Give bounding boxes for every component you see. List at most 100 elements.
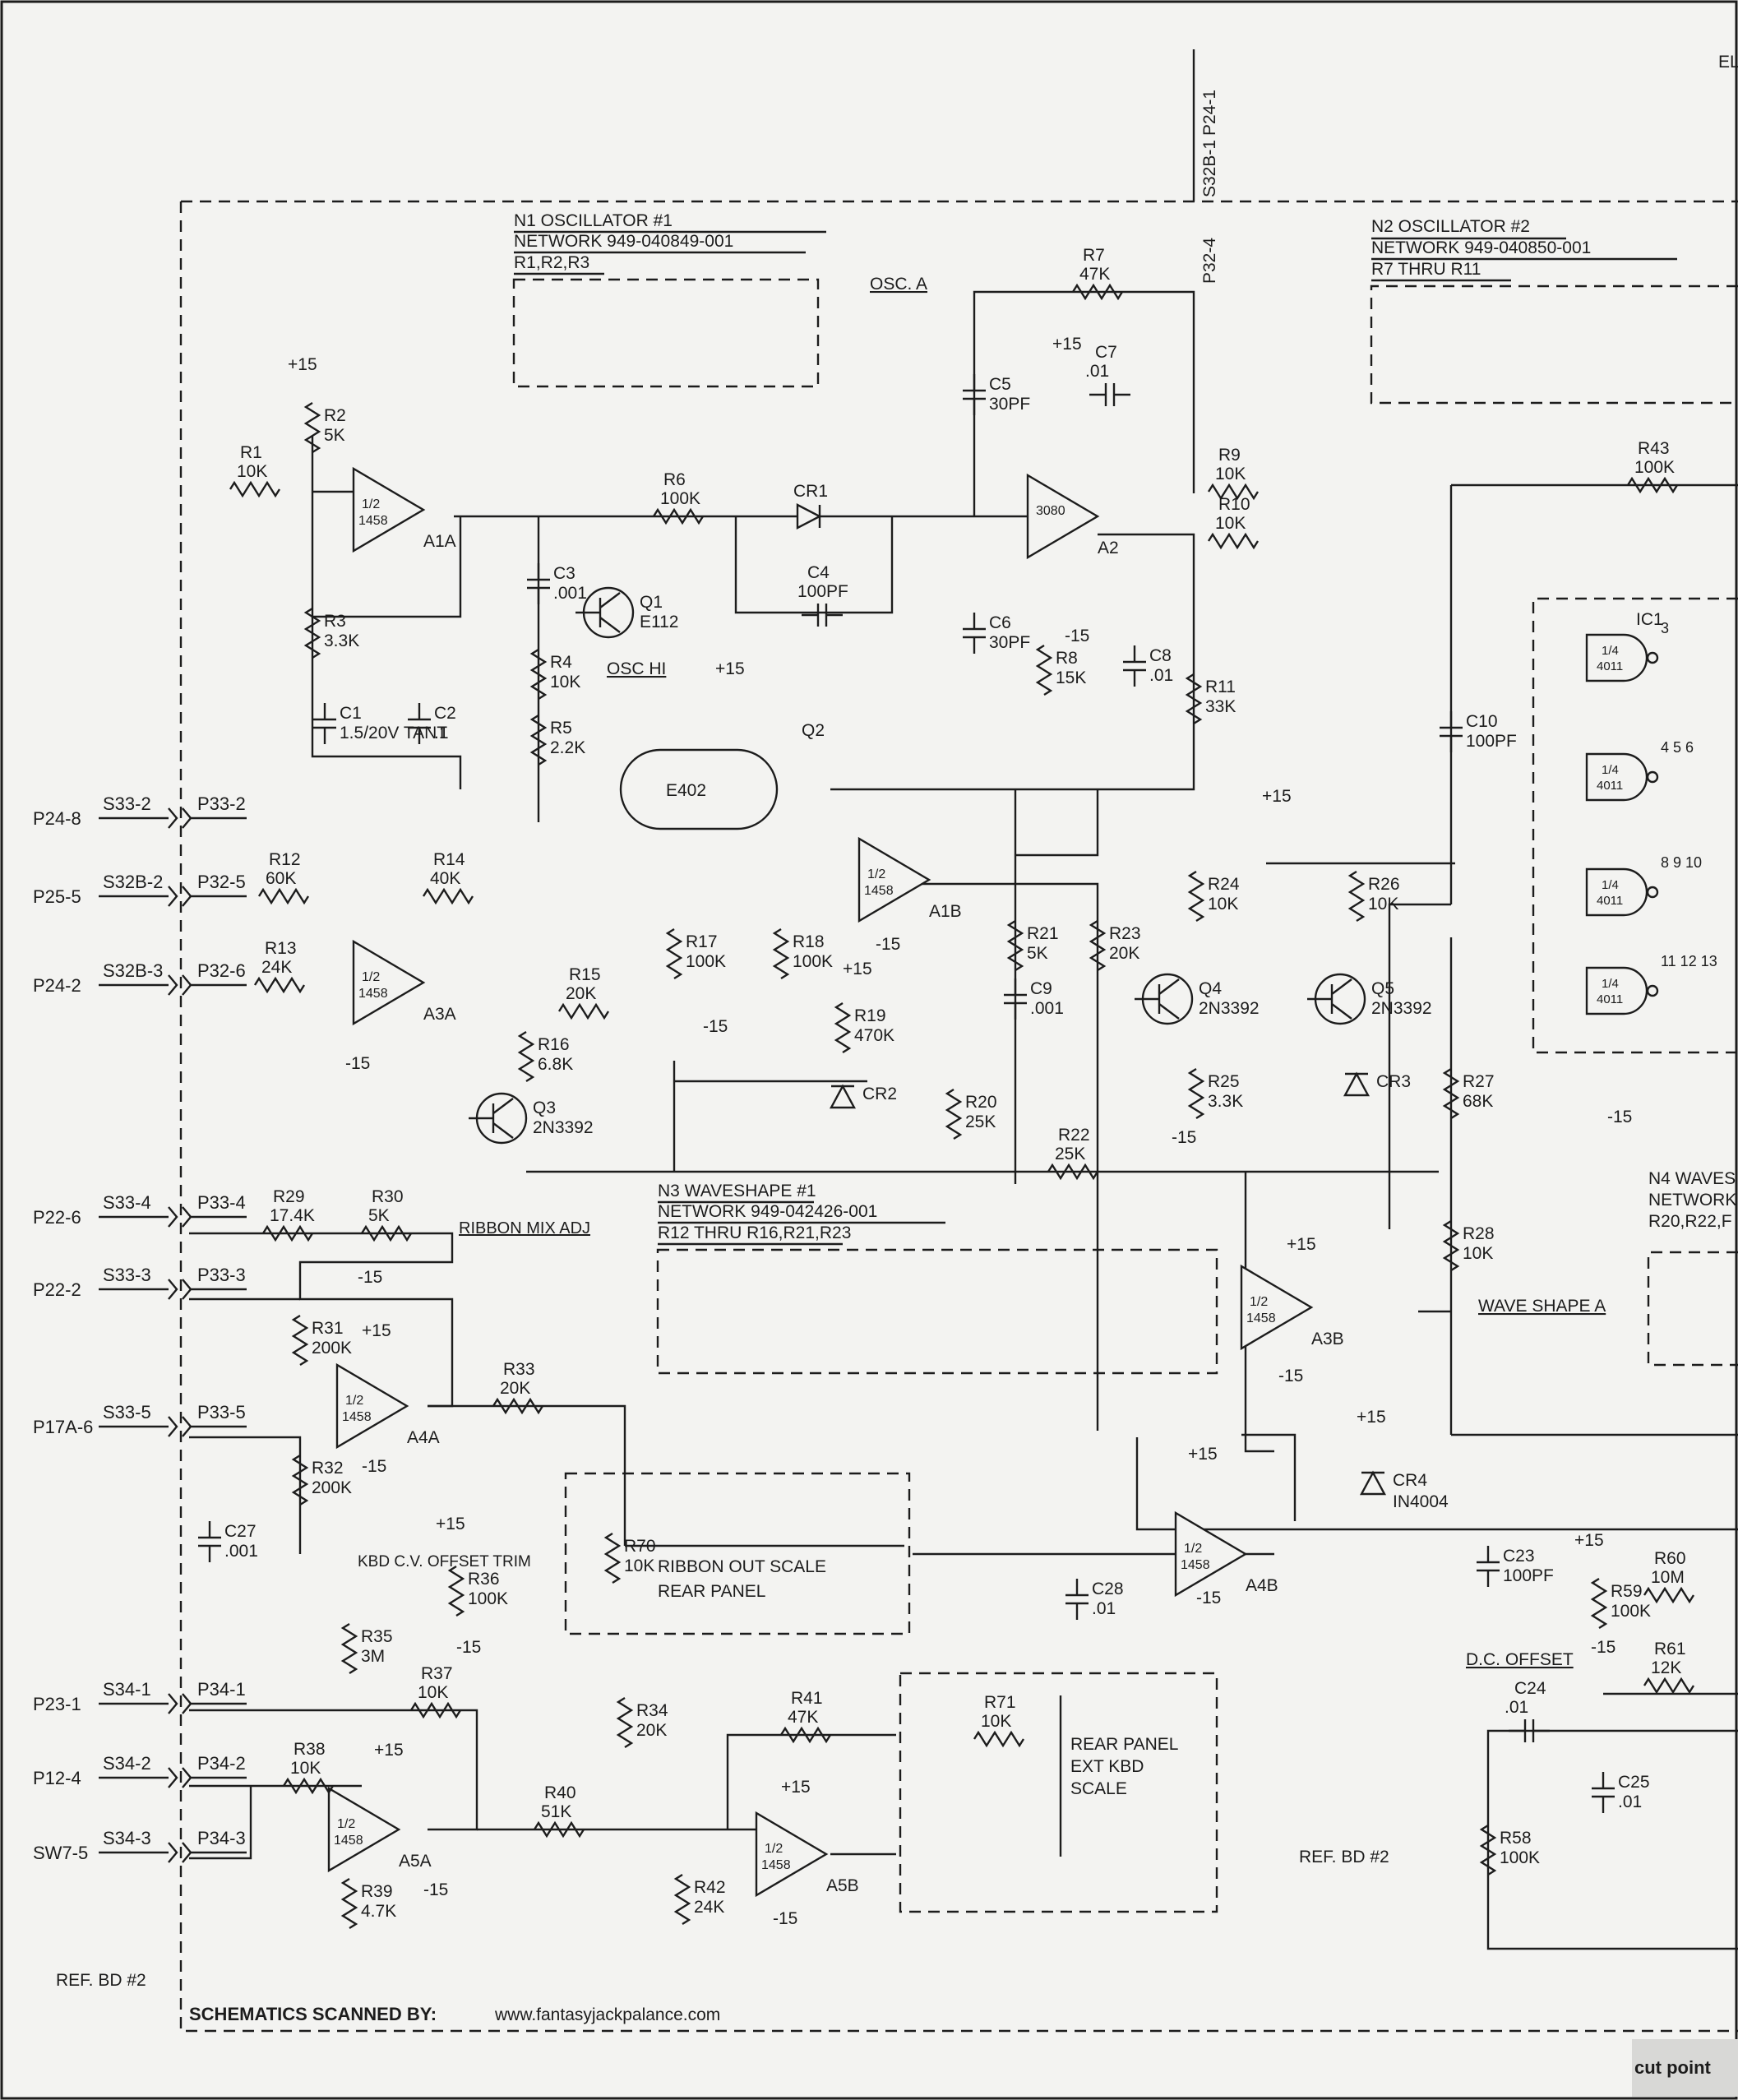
capacitor-value: .001	[553, 584, 587, 603]
ribbon-out-scale-label: RIBBON OUT SCALE	[658, 1557, 826, 1576]
gate-part: 4011	[1597, 779, 1623, 793]
n3-network: NETWORK 949-042426-001	[658, 1202, 877, 1221]
resistor-ref: R60	[1654, 1549, 1686, 1568]
resistor-value: 5K	[368, 1206, 390, 1225]
gate-ref: IC1	[1636, 610, 1663, 629]
connector-socket: S34-1	[103, 1679, 151, 1700]
rail-neg: -15	[362, 1457, 386, 1476]
resistor-ref: R8	[1056, 649, 1078, 668]
resistor-ref: R18	[793, 932, 825, 951]
semi-value: 2N3392	[533, 1118, 594, 1137]
resistor-ref: R38	[294, 1740, 326, 1759]
rail-neg: -15	[1607, 1108, 1632, 1126]
capacitor-value: 30PF	[989, 633, 1030, 652]
capacitor-ref: C23	[1503, 1547, 1535, 1566]
resistor-value: 200K	[312, 1478, 352, 1497]
semi-cr1: CR1	[793, 482, 828, 530]
resistor-ref: R2	[324, 406, 346, 425]
n4-parts: R20,R22,F	[1648, 1212, 1732, 1231]
opamp-type: 1/2	[362, 970, 380, 984]
rail-neg: -15	[703, 1017, 728, 1036]
rail-pos: +15	[1052, 335, 1082, 354]
resistor-ref: R31	[312, 1319, 344, 1338]
resistor-value: 5K	[324, 426, 345, 445]
opamp-ref: A1B	[929, 902, 962, 921]
connector-plug: P32-5	[197, 872, 246, 892]
opamp-ref: A5B	[826, 1876, 859, 1895]
resistor-ref: R35	[361, 1627, 393, 1646]
opamp-type: 1/2	[345, 1394, 363, 1408]
resistor-value: 10M	[1651, 1568, 1685, 1587]
cut-point-label: cut point	[1634, 2057, 1712, 2078]
n4-title: N4 WAVES	[1648, 1169, 1736, 1188]
resistor-value: 10K	[1368, 895, 1398, 914]
wave-shape-a-label: WAVE SHAPE A	[1478, 1297, 1606, 1316]
connector-socket: S34-2	[103, 1753, 151, 1774]
capacitor-c27: C27.001	[198, 1521, 258, 1562]
capacitor-value: .001	[224, 1542, 258, 1561]
opamp-ref: A5A	[399, 1852, 432, 1871]
resistor-ref: R19	[854, 1006, 886, 1025]
capacitor-ref: C7	[1095, 343, 1117, 362]
connector-pin: P22-6	[33, 1207, 81, 1228]
rail-pos: +15	[715, 659, 745, 678]
resistor-value: 47K	[1079, 265, 1110, 284]
resistor-value: 15K	[1056, 668, 1086, 687]
resistor-ref: R37	[421, 1664, 453, 1683]
capacitor-c25: C25.01	[1592, 1772, 1650, 1813]
semi-value: 2N3392	[1199, 999, 1260, 1018]
resistor-ref: R7	[1083, 246, 1105, 265]
opamp-type: 1/2	[1184, 1542, 1202, 1556]
resistor-ref: R3	[324, 612, 346, 631]
ext-kbd-scale-box	[899, 1672, 1218, 1913]
board-outline	[179, 200, 1738, 2033]
rail-pos: +15	[1287, 1235, 1316, 1254]
capacitor-ref: C6	[989, 613, 1011, 632]
resistor-value: 25K	[965, 1112, 996, 1131]
semi-ref: Q3	[533, 1099, 556, 1117]
capacitor-value: 30PF	[989, 395, 1030, 414]
resistor-ref: R16	[538, 1035, 570, 1054]
resistor-value: 68K	[1463, 1092, 1493, 1111]
ext-kbd-label-1: REAR PANEL	[1070, 1735, 1179, 1754]
resistor-ref: R36	[468, 1570, 500, 1589]
gate-part: 4011	[1597, 992, 1623, 1006]
gate-type: 1/4	[1602, 878, 1619, 892]
semi-cr2: CR2	[829, 1084, 897, 1109]
rail-neg: -15	[1172, 1128, 1196, 1147]
opamp-part: 1458	[864, 884, 894, 898]
resistor-ref: R42	[694, 1878, 726, 1897]
n3-parts: R12 THRU R16,R21,R23	[658, 1223, 851, 1242]
resistor-ref: R32	[312, 1459, 344, 1478]
resistor-ref: R5	[550, 719, 572, 738]
connector-socket: S33-5	[103, 1402, 151, 1422]
resistor-value: 470K	[854, 1026, 894, 1045]
rail-pos: +15	[288, 355, 317, 374]
rail-neg: -15	[1065, 627, 1089, 645]
net-p24-1: P24-1	[1200, 90, 1219, 136]
connector-plug: P34-3	[197, 1828, 246, 1848]
capacitor-value: .001	[1030, 999, 1064, 1018]
resistor-ref: R22	[1058, 1126, 1090, 1145]
resistor-value: 10K	[237, 462, 267, 481]
rail-pos: +15	[1262, 787, 1292, 806]
resistor-value: 100K	[1500, 1848, 1540, 1867]
osc-a-label: OSC. A	[870, 275, 927, 294]
n1-parts: R1,R2,R3	[514, 253, 589, 272]
resistor-value: 10K	[981, 1712, 1011, 1731]
resistor-value: 10K	[418, 1683, 448, 1702]
n2-title: N2 OSCILLATOR #2	[1371, 217, 1530, 236]
connector-plug: P33-2	[197, 793, 246, 814]
